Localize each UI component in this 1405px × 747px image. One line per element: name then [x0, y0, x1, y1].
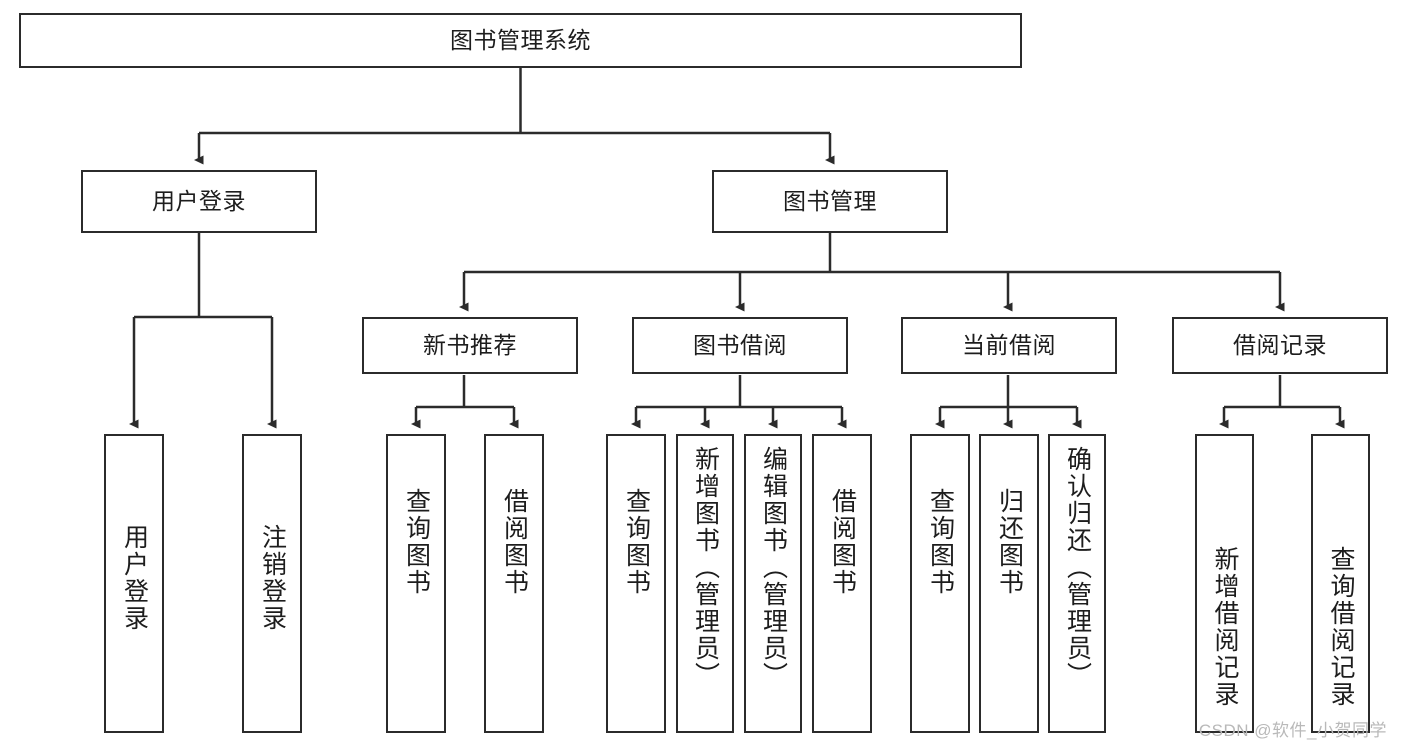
node-leaf-add-book-admin[interactable]: 新增图书（管理员） — [676, 434, 734, 733]
node-leaf-logout-label: 注销登录 — [258, 524, 287, 632]
node-root-system[interactable]: 图书管理系统 — [19, 13, 1022, 68]
node-leaf-borrow-book-newbook-label: 借阅图书 — [500, 488, 529, 596]
node-leaf-return-book-label: 归还图书 — [995, 488, 1024, 596]
node-leaf-query-borrow-record[interactable]: 查询借阅记录 — [1311, 434, 1370, 733]
node-leaf-add-borrow-record-label: 新增借阅记录 — [1211, 546, 1239, 708]
node-leaf-query-book-current-label: 查询图书 — [926, 488, 955, 596]
node-leaf-user-login[interactable]: 用户登录 — [104, 434, 164, 733]
node-user-login-label: 用户登录 — [152, 188, 246, 214]
node-leaf-query-book-newbook[interactable]: 查询图书 — [386, 434, 446, 733]
node-leaf-borrow-book[interactable]: 借阅图书 — [812, 434, 872, 733]
node-new-book-recommendation-label: 新书推荐 — [423, 332, 517, 358]
node-book-management[interactable]: 图书管理 — [712, 170, 948, 233]
node-leaf-query-book-borrow-label: 查询图书 — [622, 488, 651, 596]
node-leaf-borrow-book-label: 借阅图书 — [828, 488, 857, 596]
node-leaf-confirm-return-admin-label: 确认归还（管理员） — [1063, 446, 1092, 689]
node-leaf-add-book-admin-label: 新增图书（管理员） — [691, 446, 720, 689]
node-book-borrow[interactable]: 图书借阅 — [632, 317, 848, 374]
node-borrow-record[interactable]: 借阅记录 — [1172, 317, 1388, 374]
node-borrow-record-label: 借阅记录 — [1233, 332, 1327, 358]
node-new-book-recommendation[interactable]: 新书推荐 — [362, 317, 578, 374]
node-leaf-borrow-book-newbook[interactable]: 借阅图书 — [484, 434, 544, 733]
node-leaf-query-book-borrow[interactable]: 查询图书 — [606, 434, 666, 733]
node-leaf-add-borrow-record[interactable]: 新增借阅记录 — [1195, 434, 1254, 733]
node-leaf-query-book-current[interactable]: 查询图书 — [910, 434, 970, 733]
csdn-watermark: CSDN @软件_小贺同学 — [1198, 721, 1387, 740]
node-leaf-edit-book-admin[interactable]: 编辑图书（管理员） — [744, 434, 802, 733]
node-leaf-confirm-return-admin[interactable]: 确认归还（管理员） — [1048, 434, 1106, 733]
node-leaf-query-borrow-record-label: 查询借阅记录 — [1327, 546, 1355, 708]
node-current-borrow[interactable]: 当前借阅 — [901, 317, 1117, 374]
node-user-login[interactable]: 用户登录 — [81, 170, 317, 233]
node-leaf-logout[interactable]: 注销登录 — [242, 434, 302, 733]
node-leaf-edit-book-admin-label: 编辑图书（管理员） — [759, 446, 788, 689]
node-book-borrow-label: 图书借阅 — [693, 332, 787, 358]
node-current-borrow-label: 当前借阅 — [962, 332, 1056, 358]
node-leaf-return-book[interactable]: 归还图书 — [979, 434, 1039, 733]
node-root-system-label: 图书管理系统 — [450, 27, 591, 53]
node-leaf-query-book-newbook-label: 查询图书 — [402, 488, 431, 596]
node-book-management-label: 图书管理 — [783, 188, 877, 214]
node-leaf-user-login-label: 用户登录 — [120, 524, 149, 632]
